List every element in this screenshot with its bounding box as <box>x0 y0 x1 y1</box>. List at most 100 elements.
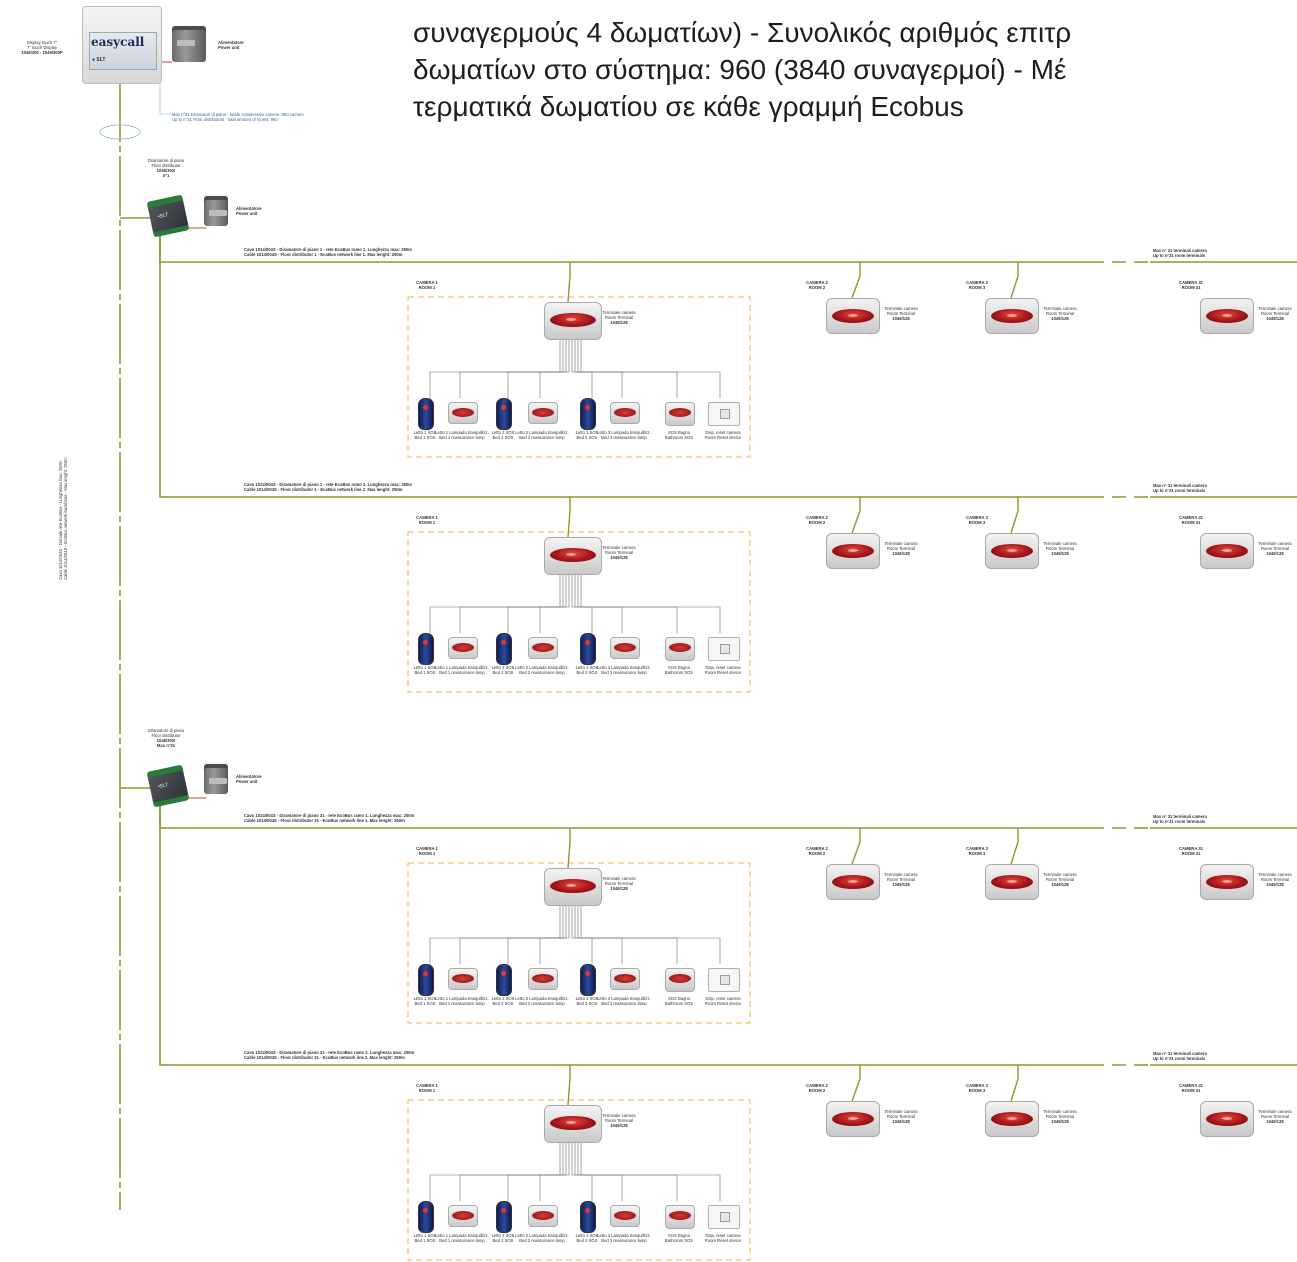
branch-1-term-code: 1049/128 <box>1266 316 1284 321</box>
distributor-1-index: n°1 <box>162 173 170 178</box>
branch-3-cable-en: Cable 1014/004S - Floor distributor 31 -… <box>244 818 405 823</box>
branch-4-device-7-sos <box>665 1205 695 1229</box>
branch-1-term-en: Room Terminal <box>604 315 634 320</box>
branch-3-term-it: Terminale camera <box>1258 872 1292 877</box>
branch-2-room-1-en: ROOM 1 <box>418 520 436 525</box>
branch-3-device-1-pendant <box>418 964 434 996</box>
branch-2-term-en: Room Terminal <box>1045 546 1075 551</box>
branch-4-device-wire-7 <box>577 1141 678 1201</box>
branch-2-device-4-en: Bed 2 reassurance lamp <box>519 670 565 675</box>
branch-1-room-2-terminal <box>826 298 880 334</box>
branch-4-device-2-lamp <box>448 1205 478 1227</box>
branch-4-term-it: Terminale camera <box>602 1113 636 1118</box>
floor-distributor-31 <box>146 764 190 808</box>
branch-3-term-code: 1049/128 <box>610 886 628 891</box>
branch-2-device-6-label: Letto 3 Lampada tranquillizz.Bed 3 reass… <box>596 665 652 675</box>
branch-4-room-2-terminal <box>826 1101 880 1137</box>
branch-4-room-3-terminal <box>985 1101 1039 1137</box>
branch-1-device-2-en: Bed 1 reassurance lamp <box>439 435 485 440</box>
branch-3-room-2-en: ROOM 2 <box>808 851 826 856</box>
branch-2-device-2-en: Bed 1 reassurance lamp <box>439 670 485 675</box>
branch-4-device-wire-4 <box>539 1141 570 1201</box>
branch-3-term-it: Terminale camera <box>602 876 636 881</box>
branch-1-room-3-it: CAMERA 3 <box>966 280 988 285</box>
branch-3-room-3-it: CAMERA 3 <box>966 846 988 851</box>
branch-2-term-en: Room Terminal <box>604 550 634 555</box>
branch-1-room-4-en: ROOM 31 <box>1181 285 1201 290</box>
branch-4-term-code: 1049/128 <box>1266 1119 1284 1124</box>
branch-4-device-wire-1 <box>429 1141 561 1201</box>
branch-4-term-code: 1049/128 <box>610 1123 628 1128</box>
branch-3-device-5-it: Letto 3 SOS <box>575 996 599 1001</box>
branch-3-room-4-en: ROOM 31 <box>1181 851 1201 856</box>
terminal-lens <box>991 875 1033 889</box>
branch-4-device-1-pendant <box>418 1201 434 1233</box>
branch-4-device-6-lamp <box>610 1205 640 1227</box>
branch-4-max-en: Up to n°31 room terminals <box>1153 1056 1206 1061</box>
branch-1-device-7-sos <box>665 402 695 426</box>
branch-3-room-4-terminal <box>1200 864 1254 900</box>
branch-3-device-6-label: Letto 3 Lampada tranquillizz.Bed 3 reass… <box>596 996 652 1006</box>
branch-2-device-3-pendant <box>496 633 512 665</box>
branch-3-device-2-en: Bed 1 reassurance lamp <box>439 1001 485 1006</box>
branch-3-room-4-it: CAMERA 31 <box>1178 846 1204 851</box>
branch-3-term-code: 1049/128 <box>1051 882 1069 887</box>
branch-2-device-wire-2 <box>459 573 564 633</box>
branch-2-room-1-box <box>407 531 751 693</box>
branch-1-device-wire-2 <box>459 338 564 398</box>
branch-1-device-8-en: Room Reset device <box>704 435 742 440</box>
branch-3-term-it: Terminale camera <box>1043 872 1077 877</box>
branch-4-room-3-it: CAMERA 3 <box>966 1083 988 1088</box>
terminal-lens <box>550 548 596 562</box>
terminal-lens <box>991 309 1033 323</box>
branch-1-device-wire-4 <box>539 338 570 398</box>
branch-2-device-4-it: Letto 2 Lampada tranquillizz. <box>515 665 569 670</box>
branch-3-device-4-it: Letto 2 Lampada tranquillizz. <box>515 996 569 1001</box>
branch-1-device-6-it: Letto 3 Lampada tranquillizz. <box>597 430 651 435</box>
branch-4-room-1-it: CAMERA 1 <box>416 1083 438 1088</box>
branch-2-device-1-en: Bed 1 SOS <box>414 670 436 675</box>
branch-3-device-wire-6 <box>574 904 623 964</box>
branch-4-term-it: Terminale camera <box>1043 1109 1077 1114</box>
branch-1-device-1-it: Letto 1 SOS <box>413 430 437 435</box>
branch-1-cable-en: Cable 1014/004S - Floor distributor 1 - … <box>244 252 403 257</box>
distributor-31-code: 1048/302I <box>156 738 176 743</box>
branch-3-device-4-en: Bed 2 reassurance lamp <box>519 1001 565 1006</box>
power-unit-main <box>172 26 206 62</box>
branch-3-device-2-label: Letto 1 Lampada tranquillizz.Bed 1 reass… <box>434 996 490 1006</box>
branch-3-device-wire-3 <box>507 904 567 964</box>
branch-2-device-6-it: Letto 3 Lampada tranquillizz. <box>597 665 651 670</box>
branch-4-term-code: 1049/128 <box>892 1119 910 1124</box>
distributor-1-code: 1048/302I <box>156 168 176 173</box>
display-label-it: Display touch 7" <box>26 40 58 45</box>
branch-4-device-2-it: Letto 1 Lampada tranquillizz. <box>435 1233 489 1238</box>
branch-2-room-1-drop <box>567 497 571 538</box>
branch-2-cable-label: Cavo 1014/004S - Diramatore di piano 1 -… <box>244 482 412 492</box>
branch-1-room-2-it: CAMERA 2 <box>806 280 828 285</box>
branch-3-room-1-box <box>407 862 751 1024</box>
distributor-31-label: Diramatore di piano Floor distributor 10… <box>136 728 196 748</box>
branch-2-room-2-it: CAMERA 2 <box>806 515 828 520</box>
branch-2-room-1-terminal <box>544 537 602 575</box>
branch-4-device-4-en: Bed 2 reassurance lamp <box>519 1238 565 1243</box>
branch-1-max-en: Up to n°31 room terminals <box>1153 253 1206 258</box>
branch-1-device-5-en: Bed 3 SOS <box>576 435 598 440</box>
branch-2-device-4-label: Letto 2 Lampada tranquillizz.Bed 2 reass… <box>514 665 570 675</box>
